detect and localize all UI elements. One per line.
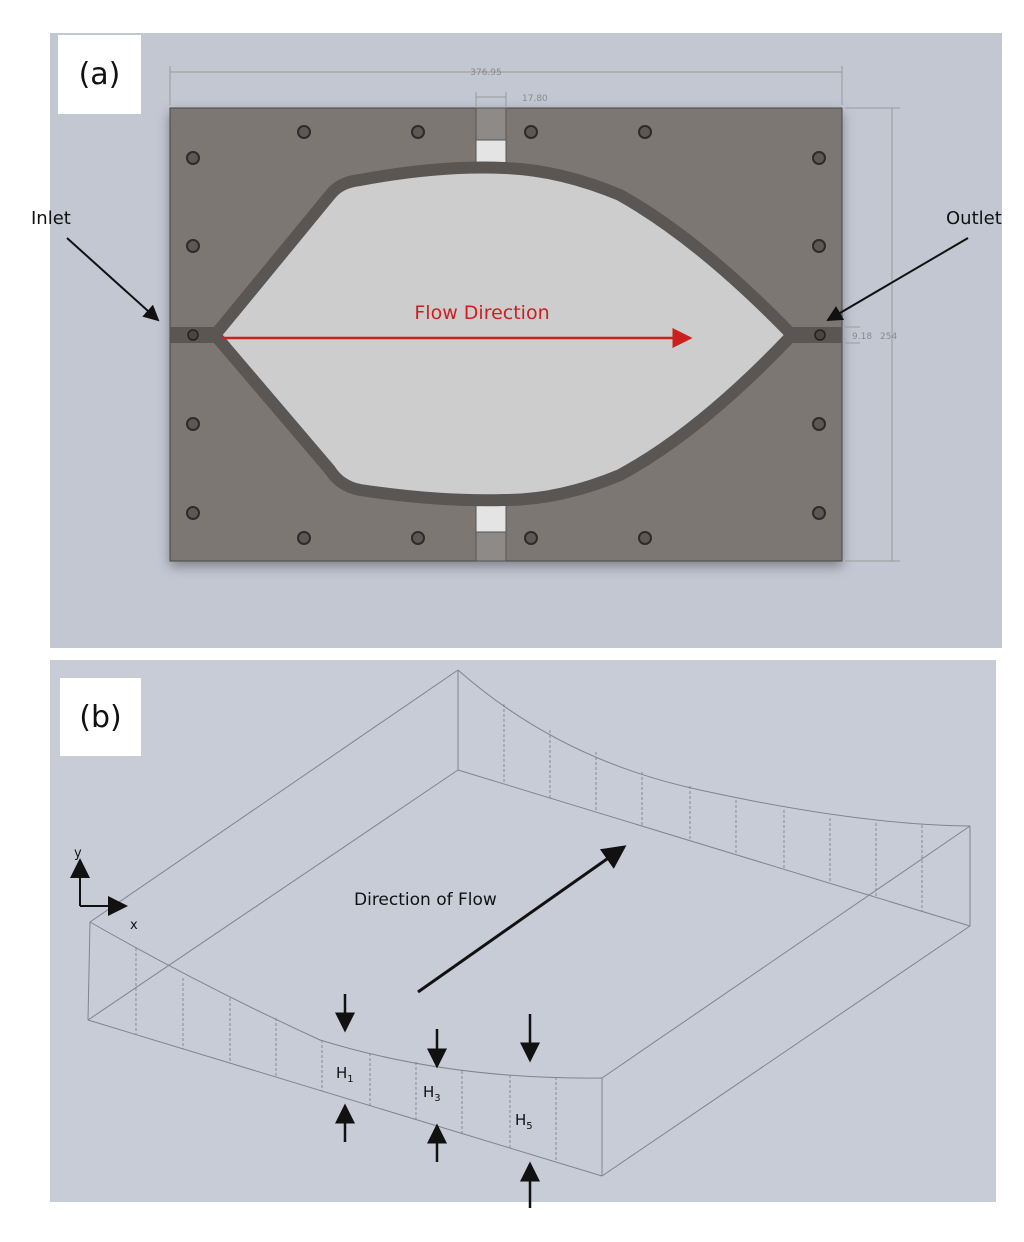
dim-slot-label: 17.80 [522, 94, 548, 104]
dim-height-label: 254 [880, 332, 897, 342]
dim-port-label: 9.18 [852, 332, 872, 342]
inlet-arrow [66, 237, 160, 322]
h1-label: H1 [336, 1064, 354, 1085]
inlet-label: Inlet [31, 208, 71, 229]
h5-label: H5 [515, 1111, 533, 1132]
inlet-port [187, 329, 199, 341]
bolt-hole [524, 531, 538, 545]
outlet-label: Outlet [946, 208, 1002, 229]
direction-of-flow-label: Direction of Flow [354, 890, 497, 910]
flow-direction-label: Flow Direction [414, 302, 549, 324]
bolt-hole [638, 531, 652, 545]
bolt-hole [812, 417, 826, 431]
wireframe-box [87, 669, 971, 1177]
bolt-hole [186, 506, 200, 520]
bolt-holes [186, 125, 826, 545]
bolt-hole [186, 417, 200, 431]
y-axis-label: y [74, 846, 82, 861]
height-arrows [335, 994, 540, 1208]
top-slot [475, 107, 507, 141]
bolt-hole [411, 125, 425, 139]
h3-label: H3 [423, 1083, 441, 1104]
panel-b [50, 660, 996, 1202]
panel-b-label: (b) [60, 678, 141, 756]
bolt-hole [638, 125, 652, 139]
outlet-arrow [826, 237, 969, 322]
panel-a-label: (a) [58, 35, 141, 114]
dimension-lines [169, 66, 900, 562]
bolt-hole [411, 531, 425, 545]
section-lines [135, 704, 923, 1162]
bottom-slot [475, 531, 507, 562]
bolt-hole [297, 531, 311, 545]
bolt-hole [524, 125, 538, 139]
bolt-hole [186, 239, 200, 253]
mold-plate-group: 376.95 17.80 9.18 254 [169, 66, 900, 562]
bolt-hole [297, 125, 311, 139]
bolt-hole [812, 151, 826, 165]
bolt-hole [812, 506, 826, 520]
dim-width-label: 376.95 [470, 68, 502, 78]
bolt-hole [186, 151, 200, 165]
x-axis-label: x [130, 918, 138, 933]
bolt-hole [812, 239, 826, 253]
outlet-port [814, 329, 826, 341]
direction-of-flow-arrow [417, 845, 627, 994]
